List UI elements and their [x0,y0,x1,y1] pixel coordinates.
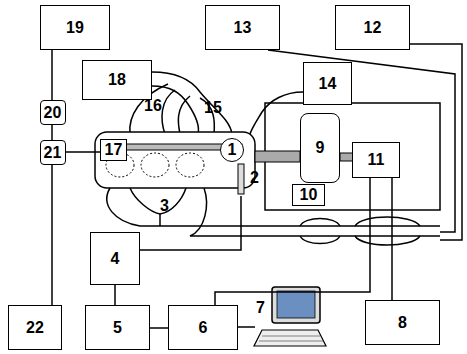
callout-number: 15 [204,100,222,116]
signal-wire [150,328,168,329]
callout-number: 13 [234,20,252,36]
instrument-box: 13 [205,5,280,50]
callout-number: 3 [160,198,169,214]
signal-wire [52,165,53,305]
callout-number: 7 [256,300,265,316]
callout-number: 8 [398,315,407,331]
signal-wire [392,178,393,300]
callout-number: 10 [300,187,318,203]
callout-number: 17 [105,142,123,158]
instrument-box: 10 [292,184,325,206]
instrument-box: 4 [90,232,140,285]
instrument-box: 12 [335,5,410,50]
signal-wire [115,285,116,305]
callout-number: 20 [44,105,62,121]
callout-number: 6 [199,320,208,336]
callout-number: 1 [228,142,237,158]
instrument-box: 11 [352,142,400,178]
fuel-line [250,92,303,134]
callout-number: 9 [316,140,325,156]
callout-number: 5 [113,320,122,336]
instrument-box: 20 [40,100,66,125]
callout-number: 16 [144,98,162,114]
instrument-box: 18 [82,60,152,100]
callout-number: 14 [319,76,337,92]
engine-circle: 1 [220,138,244,162]
exhaust-manifold [107,188,440,245]
callout-number: 19 [66,20,84,36]
signal-wire [52,125,53,140]
instrument-box: 5 [85,305,150,350]
instrument-box: 21 [40,140,66,165]
instrument-box: 19 [40,5,110,50]
callout-number: 18 [108,72,126,88]
dynamometer: 9 [300,113,340,183]
shaft [255,151,300,162]
callout-number: 22 [26,320,44,336]
callout-number: 4 [111,251,120,267]
signal-wire [66,152,101,153]
sensor [238,164,244,194]
signal-wire [215,178,370,305]
injector-box: 17 [100,139,127,161]
computer-icon [254,287,326,346]
instrument-box: 8 [365,300,440,345]
instrument-box: 14 [303,62,352,105]
signal-wire [52,50,53,100]
sensor-wires [140,44,462,327]
engine-block [95,132,255,188]
callout-number: 12 [364,20,382,36]
controller-box: 6 [168,305,238,350]
callout-number: 21 [44,145,62,161]
callout-number: 11 [368,152,385,168]
instrument-box: 22 [8,305,62,350]
callout-number: 2 [250,170,259,186]
